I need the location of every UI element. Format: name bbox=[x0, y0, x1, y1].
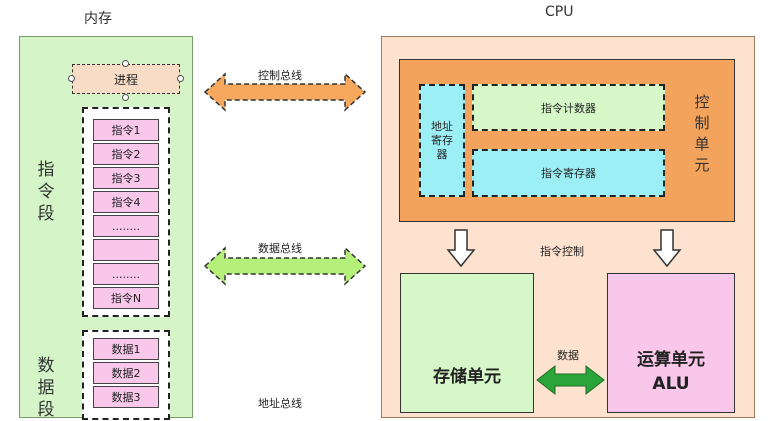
instruction-register[interactable]: 指令寄存器 bbox=[472, 149, 665, 197]
instruction-group: 指令1 指令2 指令3 指令4 ........ ........ 指令N bbox=[82, 107, 170, 317]
process-port-bottom bbox=[122, 94, 129, 101]
down-arrow-left-icon bbox=[446, 229, 476, 268]
data-bus-label: 数据总线 bbox=[258, 242, 302, 255]
instruction-cell: 指令1 bbox=[93, 119, 159, 141]
process-port-right bbox=[177, 75, 184, 82]
alu-unit[interactable] bbox=[607, 273, 735, 413]
instruction-segment-label: 指令段 bbox=[36, 159, 56, 225]
instruction-cell-label: 指令N bbox=[110, 292, 142, 305]
data-cell: 数据2 bbox=[93, 362, 159, 384]
process-box[interactable]: 进程 bbox=[72, 64, 180, 94]
data-cell-label: 数据1 bbox=[111, 343, 141, 356]
storage-unit-label: 存储单元 bbox=[433, 367, 501, 387]
instruction-cell-label: 指令4 bbox=[111, 196, 141, 209]
memory-title: 内存 bbox=[84, 11, 112, 27]
instruction-cell-label: ........ bbox=[112, 267, 140, 281]
address-register-label: 地址寄存器 bbox=[431, 119, 453, 161]
control-bus-arrow bbox=[203, 72, 367, 112]
alu-label-line1: 运算单元 bbox=[637, 350, 705, 370]
instruction-cell-label: 指令3 bbox=[111, 172, 141, 185]
process-label: 进程 bbox=[113, 72, 138, 87]
data-cell-label: 数据2 bbox=[111, 367, 141, 380]
alu-label-line2: ALU bbox=[652, 374, 690, 394]
instruction-cell: 指令4 bbox=[93, 191, 159, 213]
instruction-cell-label: 指令1 bbox=[111, 124, 141, 137]
process-port-top bbox=[122, 60, 129, 67]
instruction-cell: 指令N bbox=[93, 287, 159, 309]
instruction-cell-label: 指令2 bbox=[111, 148, 141, 161]
control-unit-label: 控制单元 bbox=[692, 92, 712, 176]
cpu-title: CPU bbox=[545, 4, 574, 20]
instruction-control-label: 指令控制 bbox=[540, 245, 584, 258]
data-cell: 数据1 bbox=[93, 338, 159, 360]
data-transfer-arrow bbox=[536, 364, 605, 396]
arrows-layer bbox=[203, 72, 682, 396]
program-counter[interactable]: 指令计数器 bbox=[472, 84, 665, 131]
instruction-cell-label: ........ bbox=[112, 219, 140, 233]
instruction-cell bbox=[93, 239, 159, 261]
program-counter-label: 指令计数器 bbox=[541, 101, 596, 115]
instruction-cell: 指令3 bbox=[93, 167, 159, 189]
instruction-cell: 指令2 bbox=[93, 143, 159, 165]
instruction-cell: ........ bbox=[93, 263, 159, 285]
instruction-segment-text: 指令段 bbox=[37, 160, 55, 224]
data-flow-label: 数据 bbox=[557, 349, 579, 362]
instruction-cell: ........ bbox=[93, 215, 159, 237]
control-bus-label: 控制总线 bbox=[258, 69, 302, 82]
down-arrow-right-icon bbox=[652, 229, 682, 268]
data-bus-arrow bbox=[203, 246, 367, 286]
storage-unit[interactable] bbox=[400, 273, 534, 413]
alu-label: 运算单元 ALU bbox=[607, 348, 735, 396]
process-port-left bbox=[68, 75, 75, 82]
instruction-register-label: 指令寄存器 bbox=[541, 167, 596, 180]
control-unit-text: 控制单元 bbox=[694, 93, 710, 174]
address-register[interactable]: 地址寄存器 bbox=[419, 84, 465, 197]
